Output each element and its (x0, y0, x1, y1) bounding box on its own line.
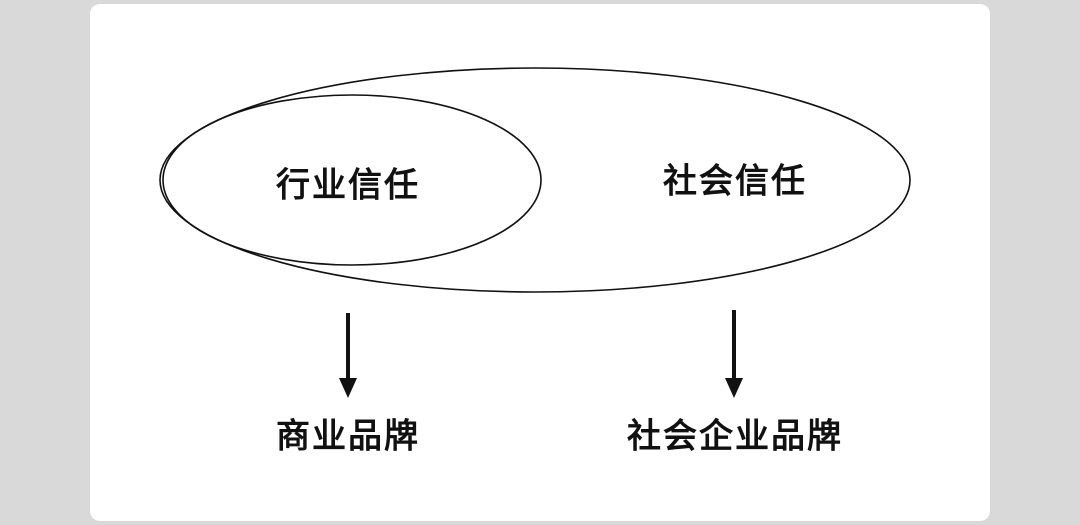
diagram-card (90, 4, 990, 521)
left-down-arrow (339, 313, 357, 398)
inner-ellipse-label: 行业信任 (276, 166, 420, 205)
left-outcome-label: 商业品牌 (276, 417, 420, 456)
outer-ellipse (159, 67, 911, 293)
right-outcome-label: 社会企业品牌 (627, 417, 843, 456)
right-arrow-head (725, 378, 743, 398)
right-down-arrow (725, 310, 743, 398)
left-arrow-head (339, 378, 357, 398)
outer-ellipse-label: 社会信任 (663, 162, 807, 201)
inner-ellipse (162, 94, 542, 266)
